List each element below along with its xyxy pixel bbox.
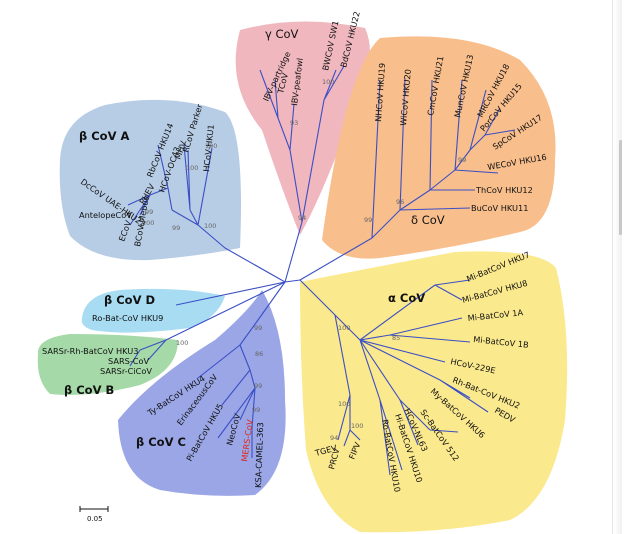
leaf-label: BuCoV HKU11: [471, 203, 528, 213]
leaf-label: SARSr-CiCoV: [100, 366, 152, 376]
bootstrap-value: 99: [364, 216, 372, 224]
beta-cov-c-region: [118, 290, 286, 496]
bootstrap-value: 93: [290, 119, 298, 127]
bootstrap-value: 99: [254, 324, 262, 332]
bootstrap-value: 94: [298, 214, 306, 222]
beta-b-branches: [129, 281, 286, 367]
leaf-label: ThCoV HKU12: [475, 185, 533, 195]
leaf-label: NHCoV HKU19: [373, 63, 387, 122]
bootstrap-value: 86: [255, 350, 263, 358]
bootstrap-value: 99: [145, 208, 153, 216]
alpha-branches: [299, 279, 489, 476]
scroll-thumb[interactable]: [619, 140, 622, 235]
scale-bar-label: 0.05: [87, 515, 103, 523]
bootstrap-value: 100: [205, 142, 217, 150]
bootstrap-value: 100: [322, 78, 334, 86]
bootstrap-value: 99: [458, 156, 466, 164]
bootstrap-value: 100: [186, 164, 198, 172]
bootstrap-value: 94: [330, 434, 338, 442]
leaf-label: WiCoV HKU20: [398, 69, 413, 126]
beta-cov-d-label: β CoV D: [104, 293, 155, 307]
beta-c-branches: [197, 281, 286, 458]
leaf-label: KSA-CAMEL-363: [253, 422, 265, 488]
bootstrap-value: 100: [338, 400, 350, 408]
bootstrap-value: 100: [176, 339, 188, 347]
beta-cov-b-label: β CoV B: [64, 383, 114, 397]
delta-branches: [299, 77, 516, 281]
delta-cov-label: δ CoV: [411, 213, 445, 227]
leaf-label: HCoV-HKU1: [201, 124, 216, 172]
leaf-label: Ro-Bat-CoV HKU9: [92, 313, 163, 323]
bootstrap-value: 99: [254, 382, 262, 390]
right-edge-shadow: [614, 0, 622, 534]
scroll-indicator: [612, 0, 613, 534]
alpha-cov-region: [300, 251, 568, 533]
gamma-cov-region: [235, 21, 370, 235]
beta-cov-a-label: β CoV A: [79, 129, 129, 143]
bootstrap-value: 100: [351, 422, 363, 430]
beta-cov-d-region: [81, 288, 225, 333]
leaf-label: SARSr-Rh-BatCoV HKU3: [42, 346, 138, 356]
bootstrap-value: 100: [338, 324, 350, 332]
beta-d-branches: [175, 281, 286, 306]
beta-a-branches: [127, 144, 286, 283]
delta-cov-region: [322, 36, 556, 259]
scale-bar: [79, 506, 109, 512]
root-branch: [284, 279, 301, 283]
beta-cov-c-label: β CoV C: [136, 435, 186, 449]
bootstrap-value: 99: [252, 406, 260, 414]
alpha-cov-label: α CoV: [388, 291, 425, 305]
bootstrap-value: 85: [392, 334, 400, 342]
bootstrap-value: 100: [142, 219, 154, 227]
bootstrap-value: 96: [396, 198, 404, 206]
leaf-label: AntelopeCoV: [79, 210, 132, 220]
bootstrap-value: 100: [204, 222, 216, 230]
bootstrap-value: 99: [172, 224, 180, 232]
gamma-branches: [259, 65, 345, 283]
gamma-cov-label: γ CoV: [265, 27, 299, 41]
leaf-label: SARS-CoV: [108, 356, 150, 366]
